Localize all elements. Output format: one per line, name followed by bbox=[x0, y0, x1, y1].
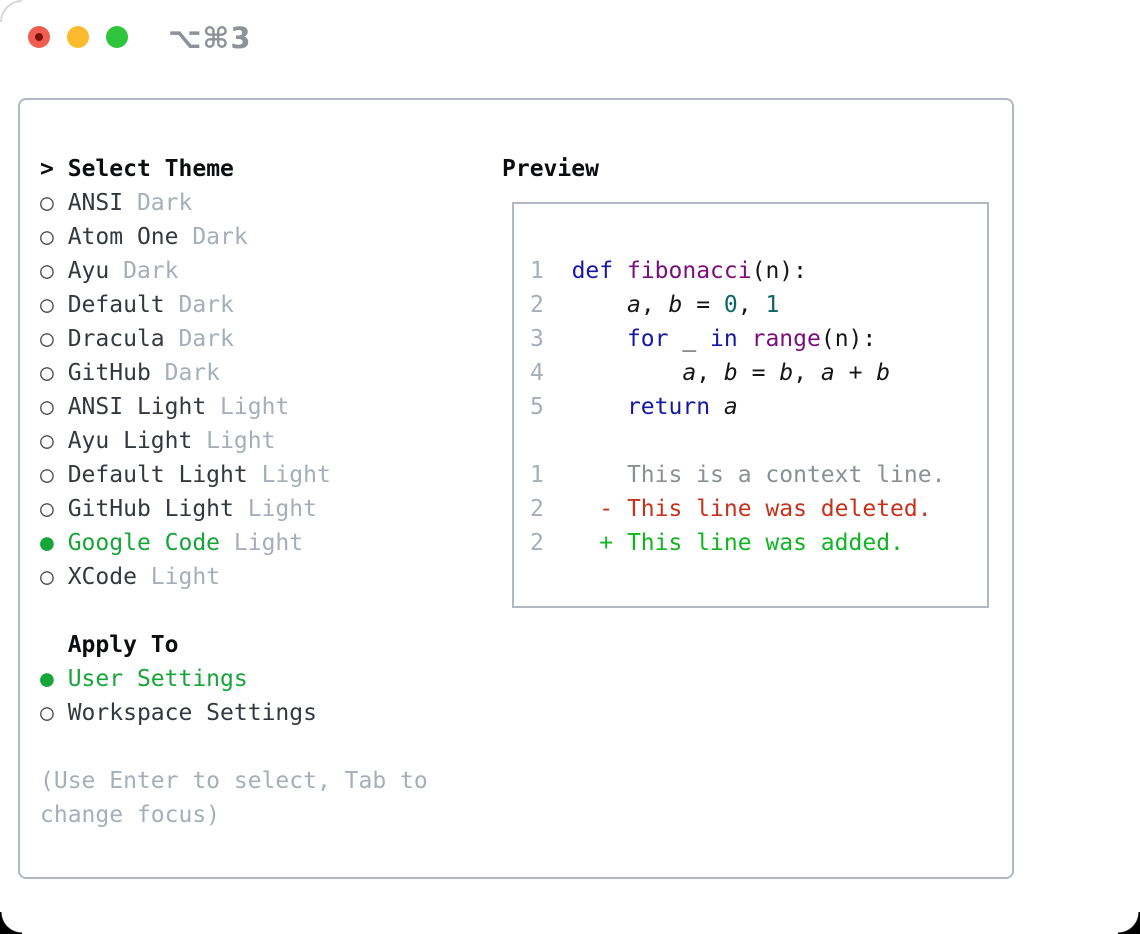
left-column: > Select Theme ○ ANSI Dark○ Atom One Dar… bbox=[40, 152, 428, 832]
preview-code: 1 def fibonacci(n): 2 a, b = 0, 1 3 for _ … bbox=[514, 204, 987, 560]
item-label: User Settings bbox=[67, 666, 248, 692]
theme-item[interactable]: ○ Dracula Dark bbox=[40, 322, 428, 356]
help-line-2: change focus) bbox=[40, 802, 221, 828]
item-variant-label: Dark bbox=[150, 360, 221, 386]
line-number: 1 bbox=[530, 258, 544, 284]
item-label: GitHub Light bbox=[67, 496, 234, 522]
select-theme-title: Select Theme bbox=[67, 156, 234, 182]
theme-item[interactable]: ○ GitHub Light Light bbox=[40, 492, 428, 526]
item-label: Atom One bbox=[67, 224, 179, 250]
item-variant-label: Dark bbox=[109, 258, 179, 284]
apply-to-list: Apply To ● User Settings○ Workspace Sett… bbox=[40, 628, 428, 730]
window-corner-bottom-left bbox=[0, 912, 22, 934]
theme-item[interactable]: ○ Ayu Dark bbox=[40, 254, 428, 288]
item-variant-label: Light bbox=[220, 530, 304, 556]
item-label: Default Light bbox=[67, 462, 248, 488]
theme-item[interactable]: ○ Default Light Light bbox=[40, 458, 428, 492]
item-variant-label: Light bbox=[136, 564, 221, 590]
code-line: 5 return a bbox=[530, 394, 738, 420]
theme-selector-panel: > Select Theme ○ ANSI Dark○ Atom One Dar… bbox=[18, 98, 1014, 879]
item-variant-label: Light bbox=[247, 462, 331, 488]
item-label: ANSI bbox=[67, 190, 124, 216]
item-label: Dracula bbox=[67, 326, 165, 352]
theme-item[interactable]: ○ Default Dark bbox=[40, 288, 428, 322]
select-theme-header: > Select Theme bbox=[40, 152, 428, 186]
close-button[interactable] bbox=[28, 26, 50, 48]
zoom-button[interactable] bbox=[106, 26, 128, 48]
window-corner-bottom-right bbox=[1118, 912, 1140, 934]
help-line-1: (Use Enter to select, Tab to bbox=[40, 768, 428, 794]
item-variant-label: Light bbox=[233, 496, 317, 522]
radio-unselected-icon: ○ bbox=[40, 360, 68, 386]
item-variant-label: Light bbox=[206, 394, 290, 420]
item-label: ANSI Light bbox=[67, 394, 207, 420]
theme-item[interactable]: ○ ANSI Dark bbox=[40, 186, 428, 220]
apply-target-item[interactable]: ○ Workspace Settings bbox=[40, 696, 428, 730]
code-line: 2 - This line was deleted. bbox=[530, 496, 932, 522]
code-line: 1 This is a context line. bbox=[530, 462, 946, 488]
item-label: XCode bbox=[67, 564, 137, 590]
item-label: Default bbox=[67, 292, 165, 318]
radio-unselected-icon: ○ bbox=[40, 700, 68, 726]
focus-cursor: > bbox=[40, 156, 54, 182]
code-line: 2 + This line was added. bbox=[530, 530, 904, 556]
code-line bbox=[530, 424, 987, 458]
minimize-button[interactable] bbox=[67, 26, 89, 48]
item-variant-label: Light bbox=[192, 428, 276, 454]
radio-unselected-icon: ○ bbox=[40, 292, 68, 318]
apply-to-header: Apply To bbox=[40, 628, 428, 662]
window-shortcut-label: ⌥⌘3 bbox=[168, 21, 252, 55]
theme-list: > Select Theme ○ ANSI Dark○ Atom One Dar… bbox=[40, 152, 428, 594]
code-line: 4 a, b = b, a + b bbox=[530, 360, 891, 386]
radio-unselected-icon: ○ bbox=[40, 428, 68, 454]
code-line: 3 for _ in range(n): bbox=[530, 326, 877, 352]
radio-unselected-icon: ○ bbox=[40, 258, 68, 284]
line-number: 3 bbox=[530, 326, 544, 352]
item-label: Ayu Light bbox=[67, 428, 193, 454]
radio-unselected-icon: ○ bbox=[40, 190, 68, 216]
radio-selected-icon: ● bbox=[40, 530, 68, 556]
theme-item[interactable]: ○ XCode Light bbox=[40, 560, 428, 594]
theme-item[interactable]: ○ Atom One Dark bbox=[40, 220, 428, 254]
theme-item[interactable]: ● Google Code Light bbox=[40, 526, 428, 560]
preview-box: 1 def fibonacci(n): 2 a, b = 0, 1 3 for _ … bbox=[512, 202, 989, 608]
item-label: Workspace Settings bbox=[67, 700, 317, 726]
line-number: 2 bbox=[530, 530, 544, 556]
apply-to-title: Apply To bbox=[67, 632, 179, 658]
radio-unselected-icon: ○ bbox=[40, 462, 68, 488]
line-number: 2 bbox=[530, 496, 544, 522]
item-variant-label: Dark bbox=[164, 292, 234, 318]
item-label: Ayu bbox=[67, 258, 110, 284]
radio-unselected-icon: ○ bbox=[40, 326, 68, 352]
item-label: GitHub bbox=[67, 360, 151, 386]
item-variant-label: Dark bbox=[123, 190, 193, 216]
theme-item[interactable]: ○ Ayu Light Light bbox=[40, 424, 428, 458]
theme-item[interactable]: ○ ANSI Light Light bbox=[40, 390, 428, 424]
preview-title: Preview bbox=[502, 156, 599, 182]
item-label: Google Code bbox=[67, 530, 221, 556]
radio-unselected-icon: ○ bbox=[40, 224, 68, 250]
radio-unselected-icon: ○ bbox=[40, 394, 68, 420]
item-variant-label: Dark bbox=[178, 224, 248, 250]
radio-unselected-icon: ○ bbox=[40, 496, 68, 522]
code-line: 2 a, b = 0, 1 bbox=[530, 292, 780, 318]
radio-selected-icon: ● bbox=[40, 666, 68, 692]
apply-target-item[interactable]: ● User Settings bbox=[40, 662, 428, 696]
theme-item[interactable]: ○ GitHub Dark bbox=[40, 356, 428, 390]
item-variant-label: Dark bbox=[164, 326, 234, 352]
line-number: 1 bbox=[530, 462, 544, 488]
line-number: 4 bbox=[530, 360, 544, 386]
titlebar: ⌥⌘3 bbox=[0, 0, 1140, 96]
line-number: 2 bbox=[530, 292, 544, 318]
code-line: 1 def fibonacci(n): bbox=[530, 258, 807, 284]
radio-unselected-icon: ○ bbox=[40, 564, 68, 590]
help-text: (Use Enter to select, Tab to change focu… bbox=[40, 764, 428, 832]
line-number: 5 bbox=[530, 394, 544, 420]
